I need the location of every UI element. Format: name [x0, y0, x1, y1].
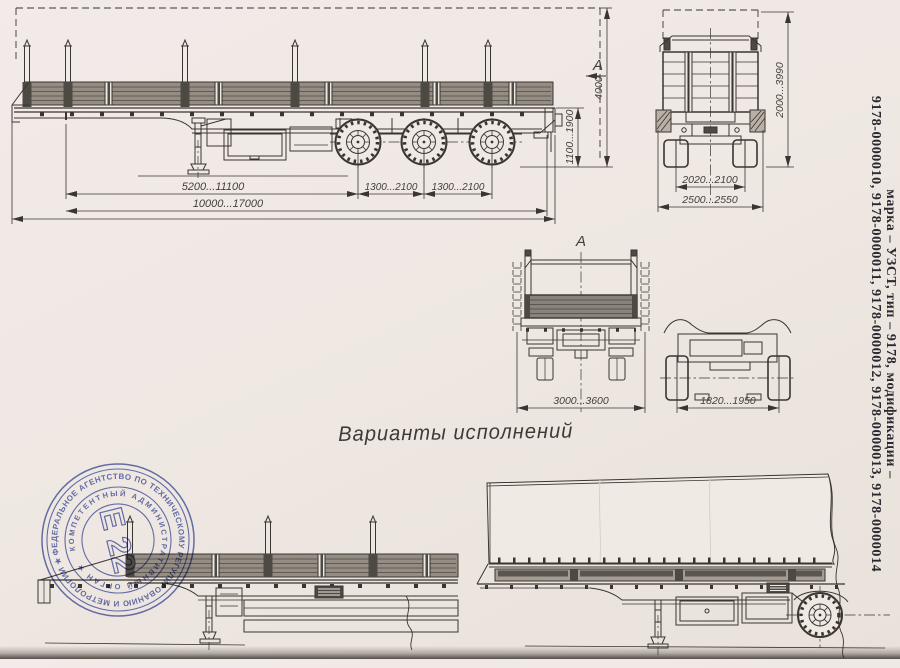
fender — [793, 590, 849, 603]
semitrailer-rear-view-drawing: 2020...2100 2500...2550 2000...3990 — [655, 9, 794, 212]
dim-bogie-track-label: 1820...1950 — [700, 395, 756, 407]
view-a-title: А — [575, 233, 586, 250]
stamp-outer-circle — [41, 463, 195, 617]
semitrailer-side-view-drawing: А 1100...1900 4000 5200...11100 1300...2… — [11, 7, 613, 224]
dimension-lines-rear — [657, 11, 794, 212]
landing-gear — [647, 600, 669, 656]
view-a-label: А — [592, 57, 603, 74]
front-sideboard — [524, 294, 638, 319]
dim-front-width-label: 3000...3600 — [553, 395, 609, 407]
dim-coupling-height-label: 1100...1900 — [564, 110, 576, 165]
bogie-view — [660, 319, 796, 401]
stamp-outer-circle-2 — [46, 468, 190, 612]
envelope-dashed — [662, 9, 759, 44]
side-note-line1: марка – УЗСТ, тип – 9178, модификации – — [883, 189, 898, 479]
sideboard-slats — [494, 568, 826, 582]
front-chassis — [520, 317, 642, 381]
stamp-inner-circle — [81, 503, 155, 577]
break-line — [827, 473, 845, 659]
dim-overall-length-label: 10000...17000 — [193, 198, 264, 210]
tarp-hook-rail — [489, 557, 832, 568]
toolbox — [675, 582, 809, 626]
break-line — [405, 595, 413, 651]
platform-section — [655, 109, 766, 133]
ground-line — [44, 642, 246, 646]
side-note: марка – УЗСТ, тип – 9178, модификации – … — [868, 0, 898, 668]
dim-kingpin-to-axle-label: 5200...11100 — [182, 181, 245, 193]
dimension-front — [516, 332, 646, 413]
variants-caption: Варианты исполнений — [338, 419, 574, 446]
view-a-and-bogie-drawing: А — [512, 233, 796, 413]
overall-envelope-dashed — [15, 7, 601, 160]
stamp-center-code: Е 22 — [93, 504, 144, 577]
dimension-lines — [11, 7, 613, 224]
stamp-middle-circle — [64, 486, 172, 594]
front-end — [37, 553, 458, 604]
landing-gear — [138, 117, 348, 178]
toolbox — [206, 118, 366, 161]
dimension-bogie — [676, 400, 780, 413]
landing-gear — [199, 596, 221, 652]
gooseneck-frame — [159, 582, 459, 633]
dim-axle-spacing-2-label: 1300...2100 — [432, 182, 485, 193]
side-note-line2: 9178-0000010, 9178-0000011, 9178-0000012… — [868, 95, 883, 573]
view-a-arrow: А — [586, 57, 606, 79]
approval-stamp: ФЕДЕРАЛЬНОЕ АГЕНТСТВО ПО ТЕХНИЧЕСКОМУ РЕ… — [35, 457, 200, 622]
dim-track-label: 2020...2100 — [681, 174, 738, 186]
variant-tented-drawing — [476, 473, 890, 659]
dim-axle-spacing-1-label: 1300...2100 — [365, 182, 418, 193]
dim-overall-height-label: 4000 — [593, 76, 605, 100]
dim-height-range-label: 2000...3990 — [774, 62, 786, 119]
variant-flatbed-drawing — [37, 515, 459, 652]
front-stake-frame — [524, 249, 638, 295]
ground-line — [524, 645, 886, 649]
dim-overall-width-label: 2500...2550 — [681, 194, 738, 206]
